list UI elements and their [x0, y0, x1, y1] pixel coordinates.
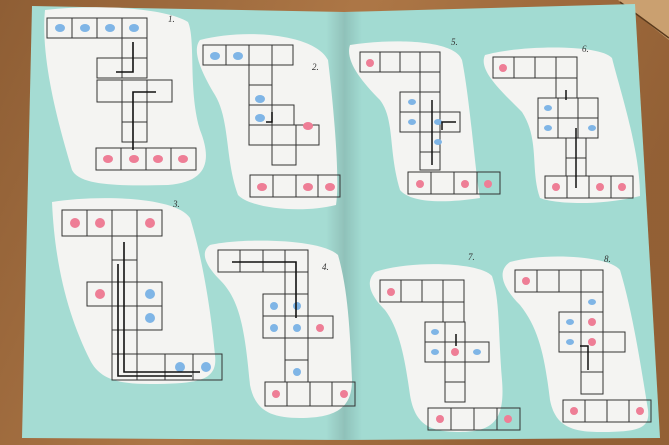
puzzle-number-1: 1.	[168, 14, 175, 24]
puzzle-number-3: 3.	[173, 199, 180, 209]
puzzle-number-8: 8.	[604, 254, 611, 264]
puzzle-number-7: 7.	[468, 252, 475, 262]
puzzle-number-2: 2.	[312, 62, 319, 72]
puzzle-number-4: 4.	[322, 262, 329, 272]
puzzle-number-5: 5.	[451, 37, 458, 47]
puzzle-number-6: 6.	[582, 44, 589, 54]
